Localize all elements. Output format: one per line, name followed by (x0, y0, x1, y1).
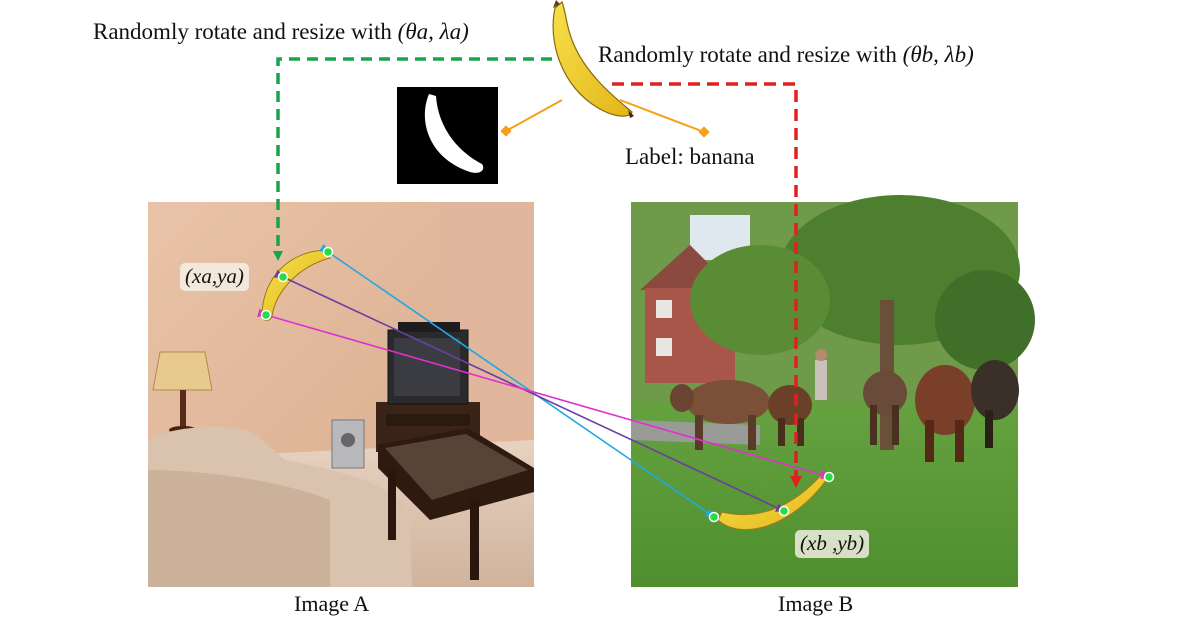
rotate-a-prefix: Randomly rotate and resize with (93, 19, 392, 44)
keypoints (260, 246, 835, 523)
arrow-to-image-a (273, 57, 552, 261)
rotate-b-label: Randomly rotate and resize with (θb, λb) (598, 42, 974, 68)
rotate-a-label: Randomly rotate and resize with (θa, λa) (93, 19, 469, 45)
class-label: Label: banana (625, 144, 755, 169)
caption-image-b: Image B (778, 591, 854, 616)
coord-a: (xa,ya) (180, 263, 249, 291)
coord-b: (xb ,yb) (795, 530, 870, 558)
arrow-to-image-b (612, 82, 802, 488)
correspondence-lines (257, 243, 830, 518)
rotate-a-param: (θa, λa) (397, 19, 469, 44)
rotate-b-prefix: Randomly rotate and resize with (598, 42, 897, 67)
caption-image-a: Image A (294, 591, 370, 616)
source-banana (552, 0, 634, 118)
image-a (148, 202, 534, 587)
banana-mask (397, 87, 498, 184)
image-b (631, 195, 1035, 587)
rotate-b-param: (θb, λb) (902, 42, 974, 67)
